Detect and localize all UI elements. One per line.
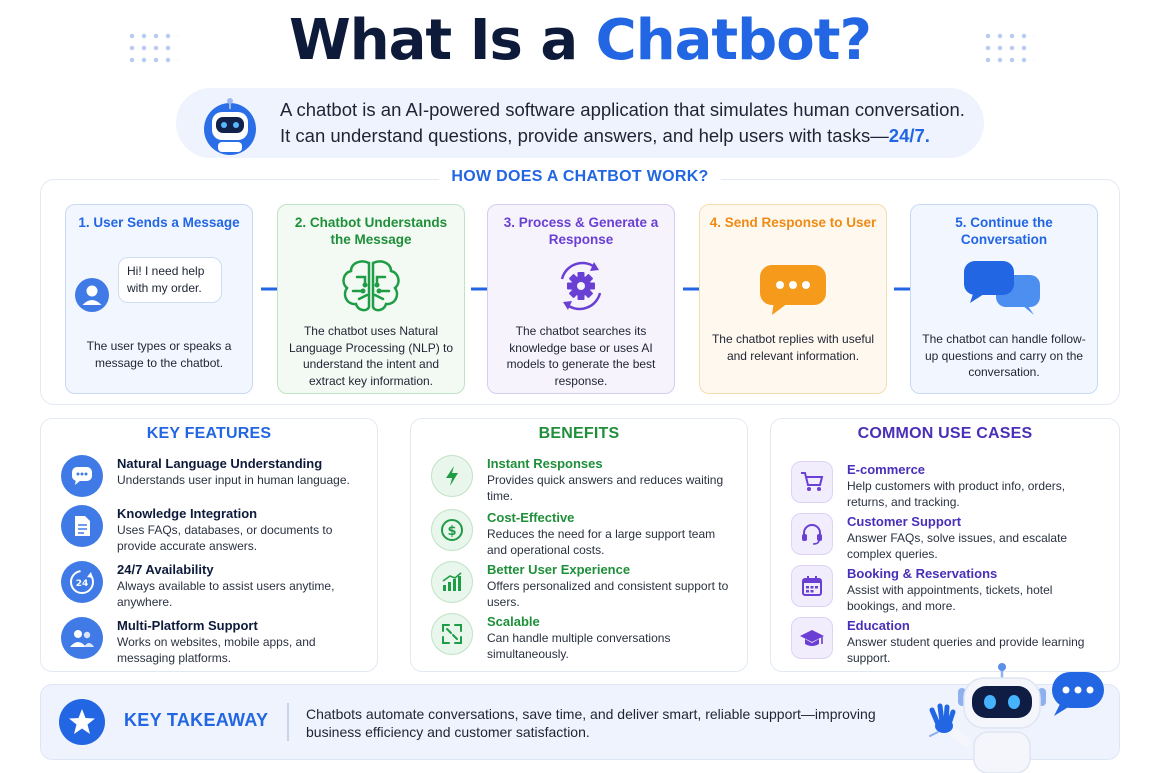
feature-item: Multi-Platform Support Works on websites… [61, 617, 369, 669]
step-process-generate: 3. Process & Generate a Response [487, 204, 675, 394]
24-hours-icon: 24 [61, 561, 103, 603]
how-heading: HOW DOES A CHATBOT WORK? [41, 168, 1119, 186]
intro-banner: A chatbot is an AI-powered software appl… [176, 88, 984, 158]
step-continue-conversation: 5. Continue the Conversation The chatbot… [910, 204, 1098, 394]
step-desc: The chatbot uses Natural Language Proces… [288, 324, 454, 388]
star-icon [59, 699, 105, 745]
step-user-sends-message: 1. User Sends a Message Hi! I need help … [65, 204, 253, 394]
chat-bubble-example: Hi! I need help with my order. [118, 257, 222, 303]
chat-dots-icon [760, 265, 826, 315]
lightning-icon [431, 455, 473, 497]
takeaway-text: Chatbots automate conversations, save ti… [306, 706, 876, 740]
item-name: Booking & Reservations [847, 566, 998, 581]
benefit-item: $ Cost-Effective Reduces the need for a … [431, 509, 739, 561]
cart-icon [791, 461, 833, 503]
item-desc: Assist with appointments, tickets, hotel… [847, 583, 1053, 613]
feature-item: 24 24/7 Availability Always available to… [61, 561, 369, 613]
step-title: 4. Send Response to User [709, 215, 877, 230]
item-name: E-commerce [847, 462, 926, 477]
item-name: Multi-Platform Support [117, 618, 258, 633]
step-title: 5. Continue the Conversation [955, 215, 1053, 247]
headset-icon [791, 513, 833, 555]
title-accent: Chatbot? [595, 8, 872, 73]
expand-icon [431, 613, 473, 655]
item-name: Natural Language Understanding [117, 456, 323, 471]
step-title: 1. User Sends a Message [78, 215, 240, 230]
title-prefix: What Is a [289, 8, 578, 73]
intro-line-1: A chatbot is an AI-powered software appl… [280, 99, 965, 120]
step-title: 3. Process & Generate a Response [503, 215, 659, 247]
item-name: Scalable [487, 614, 540, 629]
panel-heading: BENEFITS [538, 425, 620, 442]
growth-chart-icon [431, 561, 473, 603]
brain-icon [342, 260, 400, 312]
item-desc: Answer student queries and provide learn… [847, 635, 1085, 665]
takeaway-label: KEY TAKEAWAY [124, 710, 269, 730]
item-desc: Works on websites, mobile apps, and mess… [117, 635, 316, 665]
decorative-dots-left [126, 30, 178, 68]
step-desc: The chatbot can handle follow-up questio… [922, 332, 1086, 379]
item-desc: Offers personalized and consistent suppo… [487, 579, 729, 609]
step-desc: The chatbot replies with useful and rele… [711, 332, 875, 363]
use-case-item: Education Answer student queries and pro… [791, 617, 1111, 669]
item-name: Customer Support [847, 514, 962, 529]
item-desc: Understands user input in human language… [117, 473, 350, 487]
item-name: Cost-Effective [487, 510, 575, 525]
item-name: Better User Experience [487, 562, 631, 577]
item-desc: Uses FAQs, databases, or documents to pr… [117, 523, 333, 553]
item-desc: Provides quick answers and reduces waiti… [487, 473, 724, 503]
item-name: Knowledge Integration [117, 506, 258, 521]
svg-text:$: $ [447, 524, 456, 539]
intro-line-2-text: It can understand questions, provide ans… [280, 125, 889, 146]
robot-avatar-icon [204, 98, 256, 155]
dollar-icon: $ [431, 509, 473, 551]
user-avatar-icon [75, 278, 109, 312]
item-name: 24/7 Availability [117, 562, 214, 577]
gear-cycle-icon [560, 261, 602, 311]
item-name: Instant Responses [487, 456, 603, 471]
waving-robot-icon [929, 663, 1104, 773]
svg-text:24: 24 [76, 579, 89, 589]
item-desc: Help customers with product info, orders… [847, 479, 1066, 509]
step-desc: The user types or speaks a message to th… [86, 339, 232, 370]
intro-text: A chatbot is an AI-powered software appl… [280, 97, 980, 149]
divider [287, 703, 289, 741]
step-send-response: 4. Send Response to User The chatbot rep… [699, 204, 887, 394]
item-desc: Always available to assist users anytime… [117, 579, 335, 609]
benefit-item: Better User Experience Offers personaliz… [431, 561, 739, 613]
intro-highlight: 24/7. [888, 125, 930, 146]
feature-item: Knowledge Integration Uses FAQs, databas… [61, 505, 369, 557]
use-cases-panel: COMMON USE CASES E-commerce Help custome… [770, 418, 1120, 672]
conversation-icon [964, 261, 1040, 315]
step-desc: The chatbot searches its knowledge base … [506, 324, 656, 388]
benefit-item: Scalable Can handle multiple conversatio… [431, 613, 739, 665]
use-case-item: Customer Support Answer FAQs, solve issu… [791, 513, 1111, 565]
item-name: Education [847, 618, 910, 633]
use-case-item: Booking & Reservations Assist with appoi… [791, 565, 1111, 617]
document-icon [61, 505, 103, 547]
panel-heading: KEY FEATURES [146, 425, 272, 442]
decorative-dots-right [982, 30, 1034, 68]
calendar-icon [791, 565, 833, 607]
step-title: 2. Chatbot Understands the Message [294, 215, 448, 247]
page-title: What Is a Chatbot? [0, 8, 1160, 73]
how-it-works-section: HOW DOES A CHATBOT WORK? 1. User Sends a… [40, 168, 1120, 405]
item-desc: Can handle multiple conversations simult… [487, 631, 671, 661]
users-icon [61, 617, 103, 659]
feature-item: Natural Language Understanding Understan… [61, 455, 369, 507]
item-desc: Reduces the need for a large support tea… [487, 527, 716, 557]
intro-line-2: It can understand questions, provide ans… [280, 123, 980, 149]
step-chatbot-understands: 2. Chatbot Understands the Message The c… [277, 204, 465, 394]
panel-heading: COMMON USE CASES [857, 425, 1033, 442]
use-case-item: E-commerce Help customers with product i… [791, 461, 1111, 513]
item-desc: Answer FAQs, solve issues, and escalate … [847, 531, 1068, 561]
benefit-item: Instant Responses Provides quick answers… [431, 455, 739, 507]
chat-bubble-icon [61, 455, 103, 497]
benefits-panel: BENEFITS Instant Responses Provides quic… [410, 418, 748, 672]
graduation-cap-icon [791, 617, 833, 659]
key-features-panel: KEY FEATURES Natural Language Understand… [40, 418, 378, 672]
